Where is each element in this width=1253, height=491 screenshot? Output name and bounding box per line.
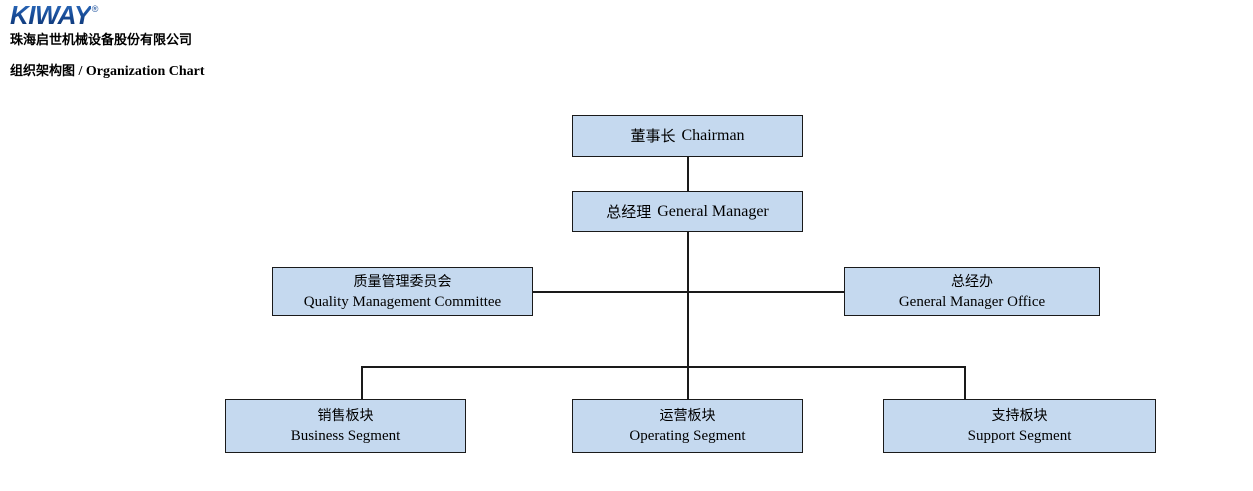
node-operating-segment-label-en: Operating Segment <box>629 428 746 444</box>
node-business-segment-label-cn: 销售板块 <box>317 408 374 424</box>
node-qmc-label-en: Quality Management Committee <box>303 293 502 310</box>
node-chairman-label-cn: 董事长 <box>630 127 676 145</box>
node-quality-management-committee[interactable]: 质量管理委员会 Quality Management Committee <box>272 267 533 316</box>
node-general-manager-office[interactable]: 总经办 General Manager Office <box>844 267 1100 316</box>
node-support-segment-label-cn: 支持板块 <box>991 408 1048 424</box>
node-support-segment-label-en: Support Segment <box>967 428 1072 444</box>
connector-segment-bus <box>361 366 966 368</box>
node-general-manager-label-cn: 总经理 <box>606 202 652 221</box>
connector-drop-operating <box>687 366 689 400</box>
connector-drop-support <box>964 366 966 400</box>
node-qmc-label-cn: 质量管理委员会 <box>353 273 452 290</box>
node-business-segment[interactable]: 销售板块 Business Segment <box>225 399 466 453</box>
logo-wordmark: KIWAY <box>10 0 91 30</box>
company-name: 珠海启世机械设备股份有限公司 <box>10 33 193 48</box>
node-general-manager-label-en: General Manager <box>657 202 769 220</box>
kiway-logo: KIWAY ® <box>10 2 98 28</box>
node-support-segment[interactable]: 支持板块 Support Segment <box>883 399 1156 453</box>
node-gm-office-label-en: General Manager Office <box>898 293 1046 310</box>
connector-staff-horizontal <box>532 291 845 293</box>
page-header: KIWAY ® 珠海启世机械设备股份有限公司 组织架构图 / Organizat… <box>0 0 420 92</box>
node-operating-segment[interactable]: 运营板块 Operating Segment <box>572 399 803 453</box>
node-operating-segment-label-cn: 运营板块 <box>659 408 716 424</box>
page-title-cn: 组织架构图 <box>10 64 76 79</box>
node-gm-office-label-cn: 总经办 <box>951 273 993 290</box>
page-title-en: Organization Chart <box>85 64 205 79</box>
node-business-segment-label-en: Business Segment <box>290 428 401 444</box>
node-chairman-label-en: Chairman <box>681 127 745 144</box>
connector-chairman-to-gm <box>687 157 689 192</box>
registered-trademark-icon: ® <box>91 4 99 14</box>
node-general-manager[interactable]: 总经理 General Manager <box>572 191 803 232</box>
connector-drop-business <box>361 366 363 400</box>
page-title-separator: / <box>75 64 86 79</box>
connector-gm-trunk <box>687 231 689 367</box>
page-title: 组织架构图 / Organization Chart <box>10 62 205 82</box>
node-chairman[interactable]: 董事长 Chairman <box>572 115 803 157</box>
